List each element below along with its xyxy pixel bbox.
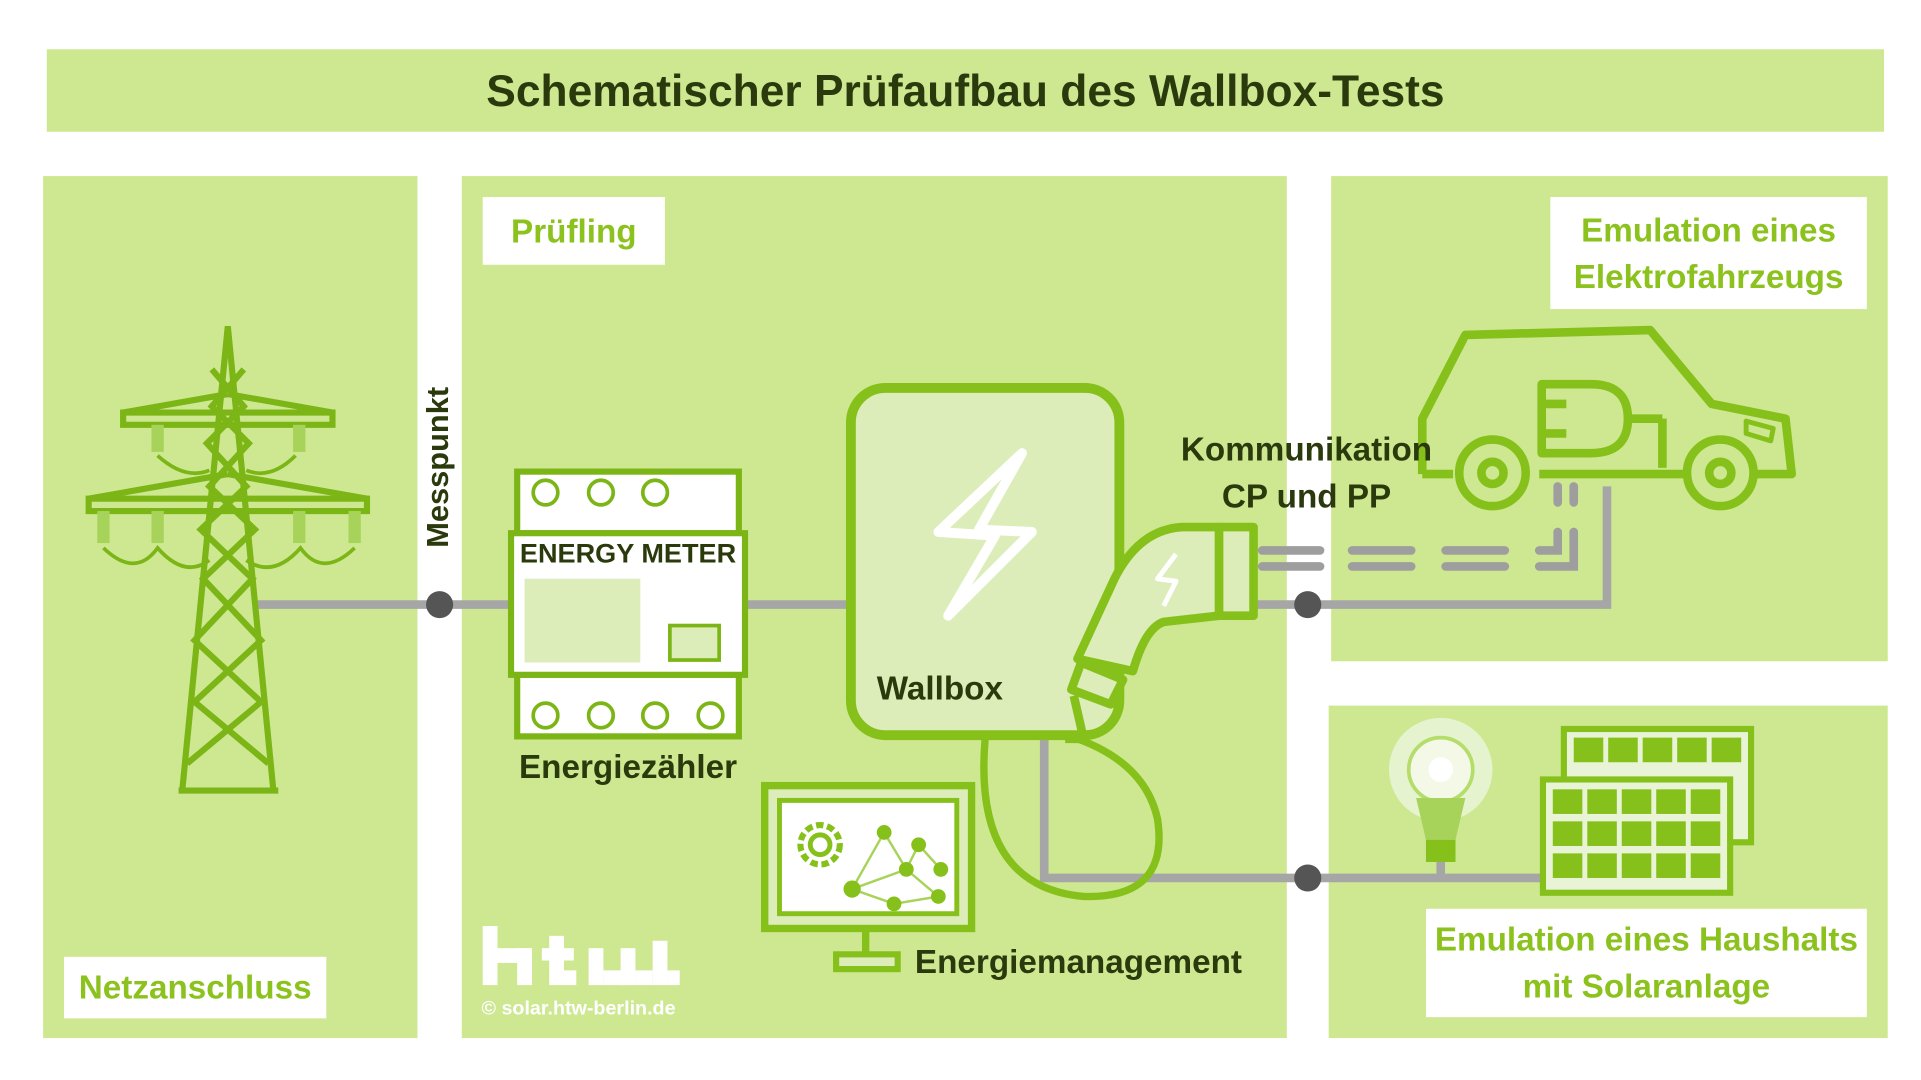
light-bulb-icon: [1389, 717, 1493, 862]
label-kommunikation: Kommunikation CP und PP: [1170, 426, 1443, 520]
label-energiezaehler: Energiezähler: [518, 748, 738, 786]
label-energy-meter: ENERGY METER: [519, 538, 737, 569]
htw-logo: [482, 926, 680, 986]
label-energiemanagement: Energiemanagement: [914, 943, 1242, 981]
label-netzanschluss: Netzanschluss: [64, 956, 327, 1019]
label-text: Kommunikation: [1180, 430, 1433, 468]
label-text: Netzanschluss: [78, 969, 312, 1007]
copyright-text: © solar.htw-berlin.de: [481, 998, 676, 1020]
label-text: mit Solaranlage: [1522, 967, 1771, 1005]
label-text: Emulation eines Haushalts: [1434, 921, 1858, 959]
label-pruefling: Prüfling: [482, 197, 665, 265]
home-node: [1294, 864, 1322, 892]
insulators: [97, 424, 361, 544]
electric-car-icon: [1417, 325, 1796, 511]
label-text: Emulation eines: [1581, 211, 1837, 249]
wallbox-icon: [845, 382, 1163, 901]
label-text: CP und PP: [1221, 477, 1392, 515]
label-messpunkt: Messpunkt: [421, 386, 456, 548]
label-text: Prüfling: [511, 212, 637, 250]
energy-meter-icon: [507, 468, 749, 740]
energy-management-monitor-icon: [761, 781, 976, 973]
cp-pp-signal-lines: [1257, 482, 1579, 571]
page-title: Schematischer Prüfaufbau des Wallbox-Tes…: [486, 64, 1445, 116]
charging-plug-icon: [1065, 522, 1258, 744]
label-home-emulation: Emulation eines Haushalts mit Solaranlage: [1425, 908, 1867, 1018]
measurement-node: [426, 591, 454, 619]
label-text: Elektrofahrzeugs: [1573, 257, 1844, 295]
label-wallbox: Wallbox: [876, 669, 1003, 707]
power-pylon-icon: [85, 326, 371, 794]
title-bar: Schematischer Prüfaufbau des Wallbox-Tes…: [46, 49, 1885, 132]
solar-panel-icon: [1539, 725, 1755, 896]
ev-node: [1294, 591, 1322, 619]
